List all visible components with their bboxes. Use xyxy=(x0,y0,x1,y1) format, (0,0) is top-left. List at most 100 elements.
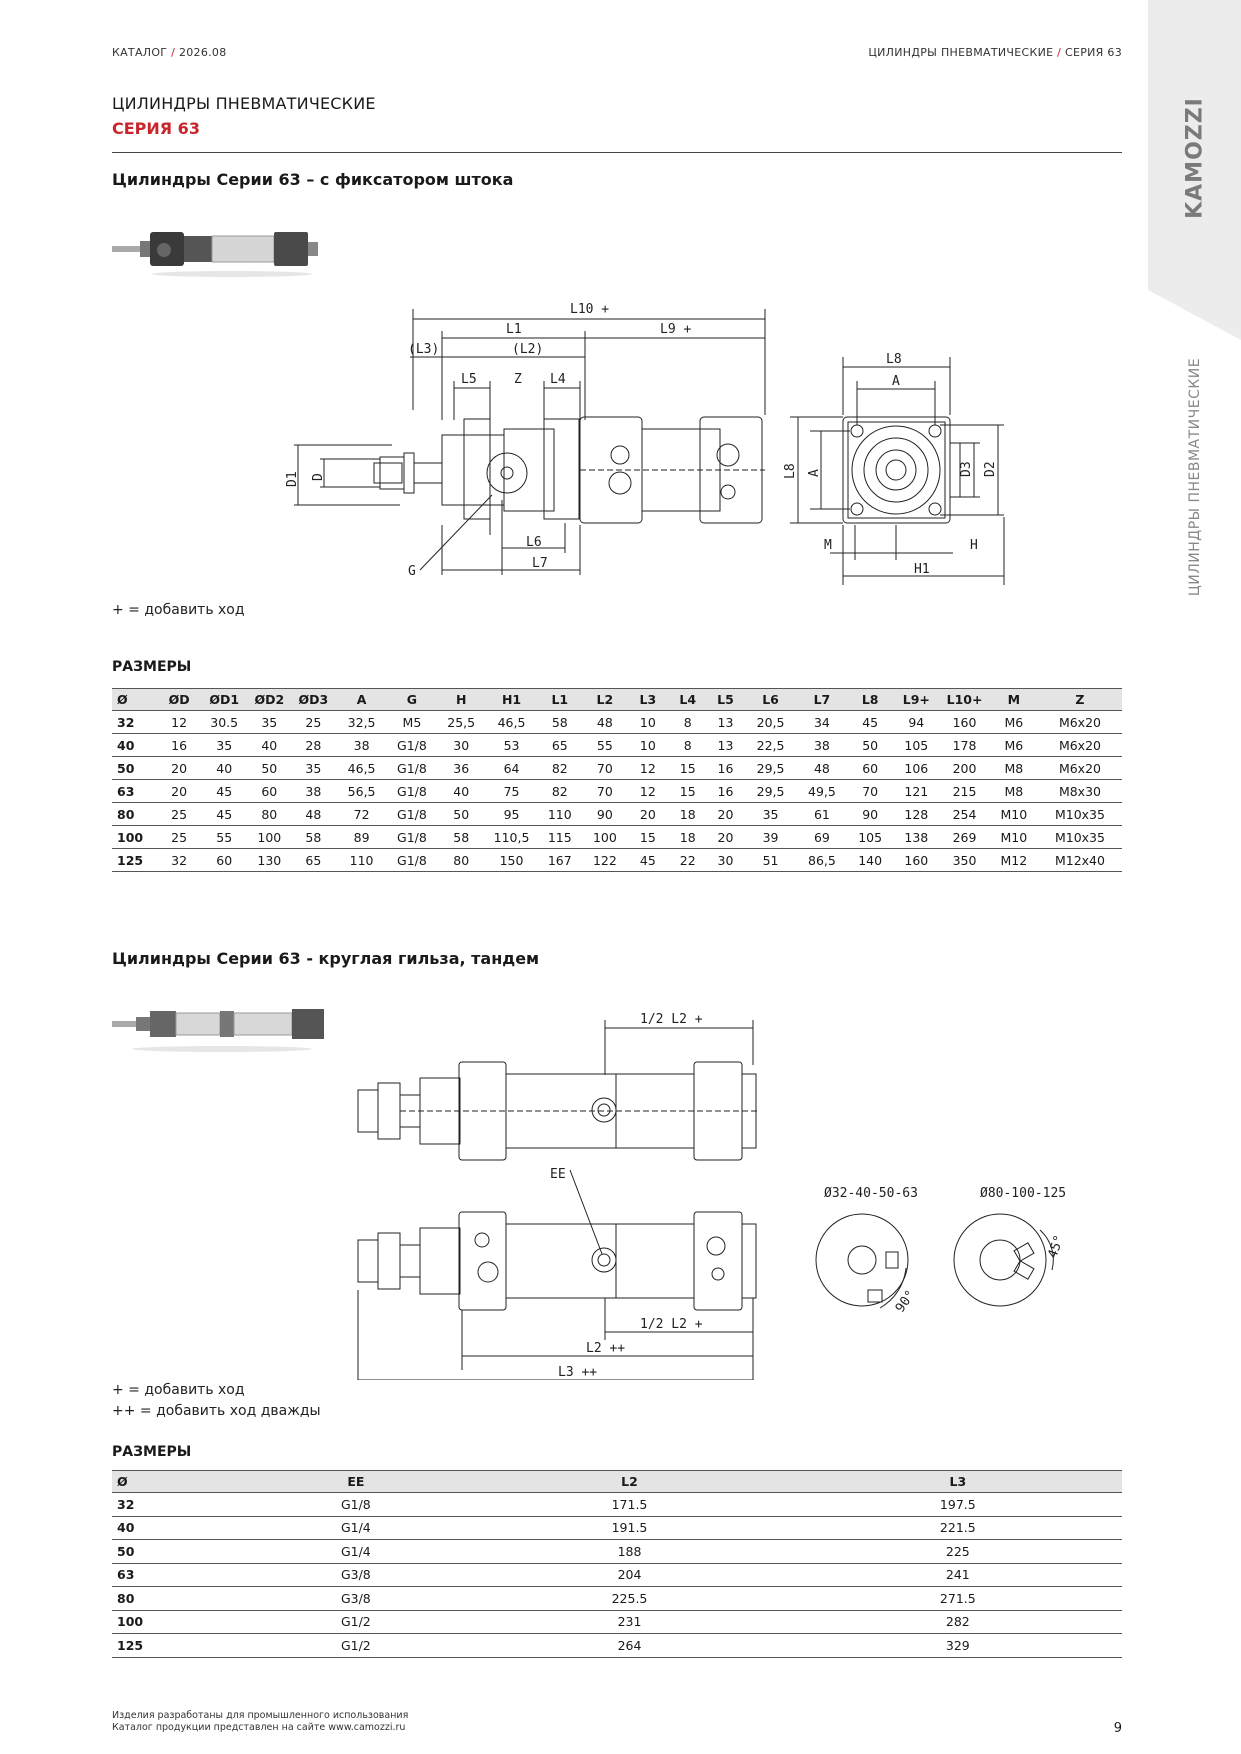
label-D: D xyxy=(311,473,326,481)
table-cell: M8x30 xyxy=(1037,779,1122,803)
table-cell: 167 xyxy=(536,848,583,872)
table-cell: 40 xyxy=(436,779,487,803)
label-H1: H1 xyxy=(914,562,930,577)
table-cell: 29,5 xyxy=(744,756,797,780)
column-header: H1 xyxy=(486,688,537,711)
table-cell: 254 xyxy=(939,802,990,826)
table-cell: 18 xyxy=(668,825,707,849)
label-D2: D2 xyxy=(983,461,998,477)
section2-note-1: + = добавить ход xyxy=(112,1382,245,1398)
product-photo-rod-lock-cylinder xyxy=(112,232,318,277)
footer-line-1: Изделия разработаны для промышленного ис… xyxy=(112,1710,409,1721)
table-cell: 25 xyxy=(157,802,202,826)
table-cell: M6x20 xyxy=(1037,733,1122,757)
table-cell: 150 xyxy=(486,848,537,872)
product-photo-tandem-cylinder xyxy=(112,1009,324,1052)
table-cell: 94 xyxy=(893,710,940,734)
label-L6: L6 xyxy=(526,535,542,550)
table-cell: 100 xyxy=(112,825,158,849)
table-cell: G1/2 xyxy=(246,1610,466,1634)
page-title: ЦИЛИНДРЫ ПНЕВМАТИЧЕСКИЕ xyxy=(112,94,376,113)
table-cell: 100 xyxy=(582,825,627,849)
table-cell: 69 xyxy=(796,825,848,849)
table-cell: 25 xyxy=(157,825,202,849)
column-header: L2 xyxy=(582,688,627,711)
label-D1: D1 xyxy=(285,471,300,487)
table-cell: 32,5 xyxy=(335,710,388,734)
table-cell: 90 xyxy=(847,802,894,826)
table-cell: 63 xyxy=(112,1563,247,1587)
table-cell: G3/8 xyxy=(246,1563,466,1587)
table-cell: 12 xyxy=(626,779,669,803)
table-cell: 25 xyxy=(291,710,336,734)
column-header: L8 xyxy=(847,688,894,711)
column-header: EE xyxy=(246,1470,466,1493)
table-cell: M12x40 xyxy=(1037,848,1122,872)
label-L2: (L2) xyxy=(512,342,543,357)
header-right-title: ЦИЛИНДРЫ ПНЕВМАТИЧЕСКИЕ xyxy=(868,46,1054,59)
side-panel-shape xyxy=(1148,0,1241,340)
table-cell: 70 xyxy=(847,779,894,803)
column-header: ØD1 xyxy=(201,688,248,711)
label-L9: L9 + xyxy=(660,322,691,337)
table-cell: 50 xyxy=(112,1539,247,1564)
table-cell: 128 xyxy=(893,802,940,826)
table-cell: 70 xyxy=(582,756,627,780)
table-cell: 130 xyxy=(247,848,292,872)
table-cell: 8 xyxy=(668,710,707,734)
table-cell: 25,5 xyxy=(436,710,487,734)
label-L7: L7 xyxy=(532,556,548,571)
table-cell: 225.5 xyxy=(465,1586,794,1611)
table-cell: 45 xyxy=(201,802,248,826)
table-cell: 16 xyxy=(706,779,745,803)
table-cell: 35 xyxy=(247,710,292,734)
table-cell: 40 xyxy=(247,733,292,757)
label-L5: L5 xyxy=(461,372,477,387)
header-right: ЦИЛИНДРЫ ПНЕВМАТИЧЕСКИЕ / СЕРИЯ 63 xyxy=(868,46,1122,59)
column-header: Ø xyxy=(112,688,158,711)
label-L2: L2 ++ xyxy=(586,1341,625,1356)
table-cell: 197.5 xyxy=(793,1492,1122,1517)
table-cell: 90 xyxy=(582,802,627,826)
label-angle-45: 45° xyxy=(1045,1233,1067,1260)
table-cell: 60 xyxy=(247,779,292,803)
table-cell: 10 xyxy=(626,710,669,734)
table-cell: 20 xyxy=(706,802,745,826)
column-header: L6 xyxy=(744,688,797,711)
table-cell: 82 xyxy=(536,756,583,780)
table-cell: 61 xyxy=(796,802,848,826)
table-cell: G1/8 xyxy=(387,825,437,849)
table-cell: 160 xyxy=(893,848,940,872)
label-Z: Z xyxy=(514,372,522,387)
catalog-year: 2026.08 xyxy=(178,46,227,59)
column-header: H xyxy=(436,688,487,711)
label-A-top: A xyxy=(892,374,900,389)
label-M: M xyxy=(824,538,832,553)
column-header: L2 xyxy=(465,1470,794,1493)
footer-line-2: Каталог продукции представлен на сайте w… xyxy=(112,1722,406,1733)
table-cell: G1/8 xyxy=(387,802,437,826)
column-header: L10+ xyxy=(939,688,990,711)
table-cell: M8 xyxy=(989,756,1038,780)
table-cell: 35 xyxy=(201,733,248,757)
table-cell: 58 xyxy=(291,825,336,849)
label-L3: (L3) xyxy=(408,342,439,357)
table-cell: 138 xyxy=(893,825,940,849)
header-separator: / xyxy=(167,46,179,59)
table-cell: 178 xyxy=(939,733,990,757)
table-cell: M10 xyxy=(989,802,1038,826)
table-cell: G1/8 xyxy=(246,1492,466,1517)
table-cell: 38 xyxy=(796,733,848,757)
footer-text: Изделия разработаны для промышленного ис… xyxy=(112,1710,408,1734)
label-L8-top: L8 xyxy=(886,352,902,367)
table-cell: M5 xyxy=(387,710,437,734)
table-cell: 125 xyxy=(112,1633,247,1658)
column-header: ØD xyxy=(157,688,202,711)
table-cell: 40 xyxy=(201,756,248,780)
